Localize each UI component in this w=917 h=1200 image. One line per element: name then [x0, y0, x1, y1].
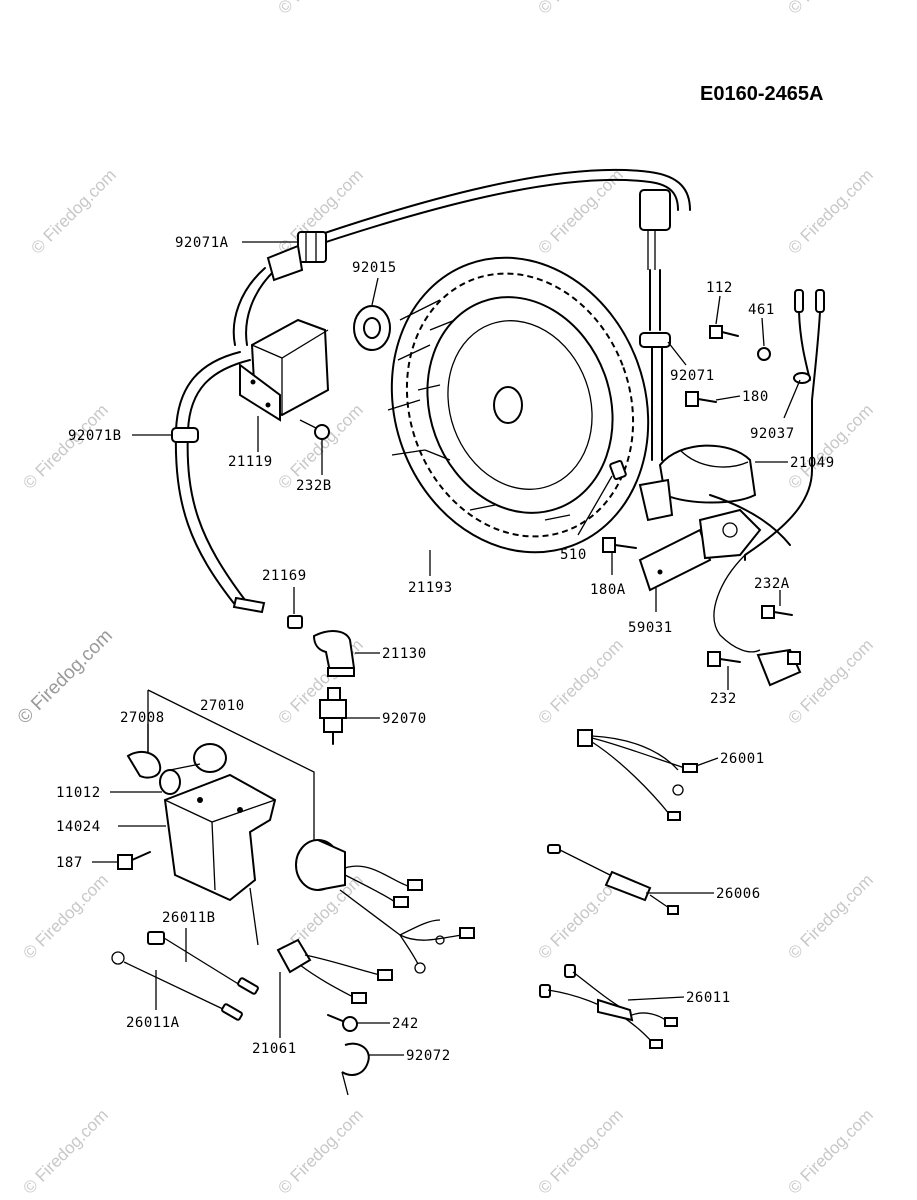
- charge-coil-21049: [638, 444, 791, 546]
- watermark: © Firedog.com: [784, 0, 876, 18]
- washer-92015: [353, 305, 391, 351]
- label-26011a: 26011A: [126, 1015, 180, 1031]
- label-21049: 21049: [790, 455, 835, 471]
- label-59031: 59031: [628, 620, 673, 636]
- bolt-112: [709, 325, 739, 339]
- watermark: © Firedog.com: [534, 635, 626, 727]
- switch-21061: [276, 938, 393, 1004]
- label-26011: 26011: [686, 990, 731, 1006]
- bolt-187: [117, 851, 151, 870]
- bolt-180: [685, 391, 717, 407]
- part-labels: 92071A 92015 112 461 92071 180 92037 920…: [56, 235, 835, 1064]
- label-26011b: 26011B: [162, 910, 216, 926]
- leader-lines: [92, 241, 801, 1056]
- label-510: 510: [560, 547, 587, 563]
- label-21193: 21193: [408, 580, 453, 596]
- label-92070: 92070: [382, 711, 427, 727]
- watermark: © Firedog.com: [19, 400, 111, 492]
- grommet-92071a: [266, 231, 327, 282]
- label-14024: 14024: [56, 819, 101, 835]
- watermark: © Firedog.com: [27, 165, 119, 257]
- label-92071a: 92071A: [175, 235, 229, 251]
- clamp-92072: [341, 1042, 370, 1096]
- harness-26011: [539, 964, 678, 1049]
- wire-92037: [744, 289, 825, 561]
- plug-cap-21130: [312, 630, 356, 677]
- label-92072: 92072: [406, 1048, 451, 1064]
- plug-cap-terminal-21169: [287, 615, 303, 629]
- label-232b: 232B: [296, 478, 332, 494]
- watermark: © Firedog.com: [784, 165, 876, 257]
- label-187: 187: [56, 855, 83, 871]
- spark-plug-92070: [319, 687, 347, 745]
- washer-461: [757, 347, 771, 361]
- ht-lead: [171, 351, 266, 614]
- label-242: 242: [392, 1016, 419, 1032]
- label-92015: 92015: [352, 260, 397, 276]
- harness-26001: [577, 729, 698, 821]
- watermark: © Firedog.com: [784, 870, 876, 962]
- bolt-232a: [761, 605, 793, 619]
- watermark: © Firedog.com: [534, 0, 626, 18]
- lead-26006: [547, 844, 679, 915]
- bracket-59031: [638, 508, 762, 592]
- ignition-coil-21119: [239, 318, 330, 422]
- label-11012: 11012: [56, 785, 101, 801]
- label-21169: 21169: [262, 568, 307, 584]
- wire-harness-top: [232, 168, 691, 461]
- watermark: © Firedog.com: [19, 1105, 111, 1197]
- label-21119: 21119: [228, 454, 273, 470]
- lead-26011a: [111, 951, 243, 1021]
- gasket-11012: [159, 769, 181, 795]
- label-92071b: 92071B: [68, 428, 122, 444]
- watermark: © Firedog.com: [19, 870, 111, 962]
- watermark: © Firedog.com: [784, 400, 876, 492]
- knob-27008: [126, 743, 227, 779]
- lead-26011b: [147, 931, 259, 995]
- bolt-232b: [299, 419, 330, 440]
- label-92037: 92037: [750, 426, 795, 442]
- watermark-main: © Firedog.com: [14, 625, 117, 728]
- label-232a: 232A: [754, 576, 790, 592]
- label-26001: 26001: [720, 751, 765, 767]
- watermark: © Firedog.com: [784, 635, 876, 727]
- watermark: © Firedog.com: [274, 0, 366, 18]
- label-27008: 27008: [120, 710, 165, 726]
- watermark: © Firedog.com: [274, 1105, 366, 1197]
- label-92071: 92071: [670, 368, 715, 384]
- panel-14024: [163, 773, 277, 902]
- flywheel-21193: [387, 256, 650, 554]
- label-180: 180: [742, 389, 769, 405]
- bolt-180a: [602, 537, 637, 553]
- screw-242: [327, 1014, 358, 1032]
- control-unit: [295, 839, 475, 974]
- watermark: © Firedog.com: [534, 1105, 626, 1197]
- diagram-code: E0160-2465A: [700, 83, 823, 105]
- label-26006: 26006: [716, 886, 761, 902]
- stop-switch: [713, 554, 802, 687]
- label-461: 461: [748, 302, 775, 318]
- label-21130: 21130: [382, 646, 427, 662]
- label-27010: 27010: [200, 698, 245, 714]
- label-232: 232: [710, 691, 737, 707]
- label-112: 112: [706, 280, 733, 296]
- key-510: [609, 459, 627, 481]
- label-21061: 21061: [252, 1041, 297, 1057]
- watermark: © Firedog.com: [784, 1105, 876, 1197]
- label-180a: 180A: [590, 582, 626, 598]
- bolt-232: [707, 651, 741, 667]
